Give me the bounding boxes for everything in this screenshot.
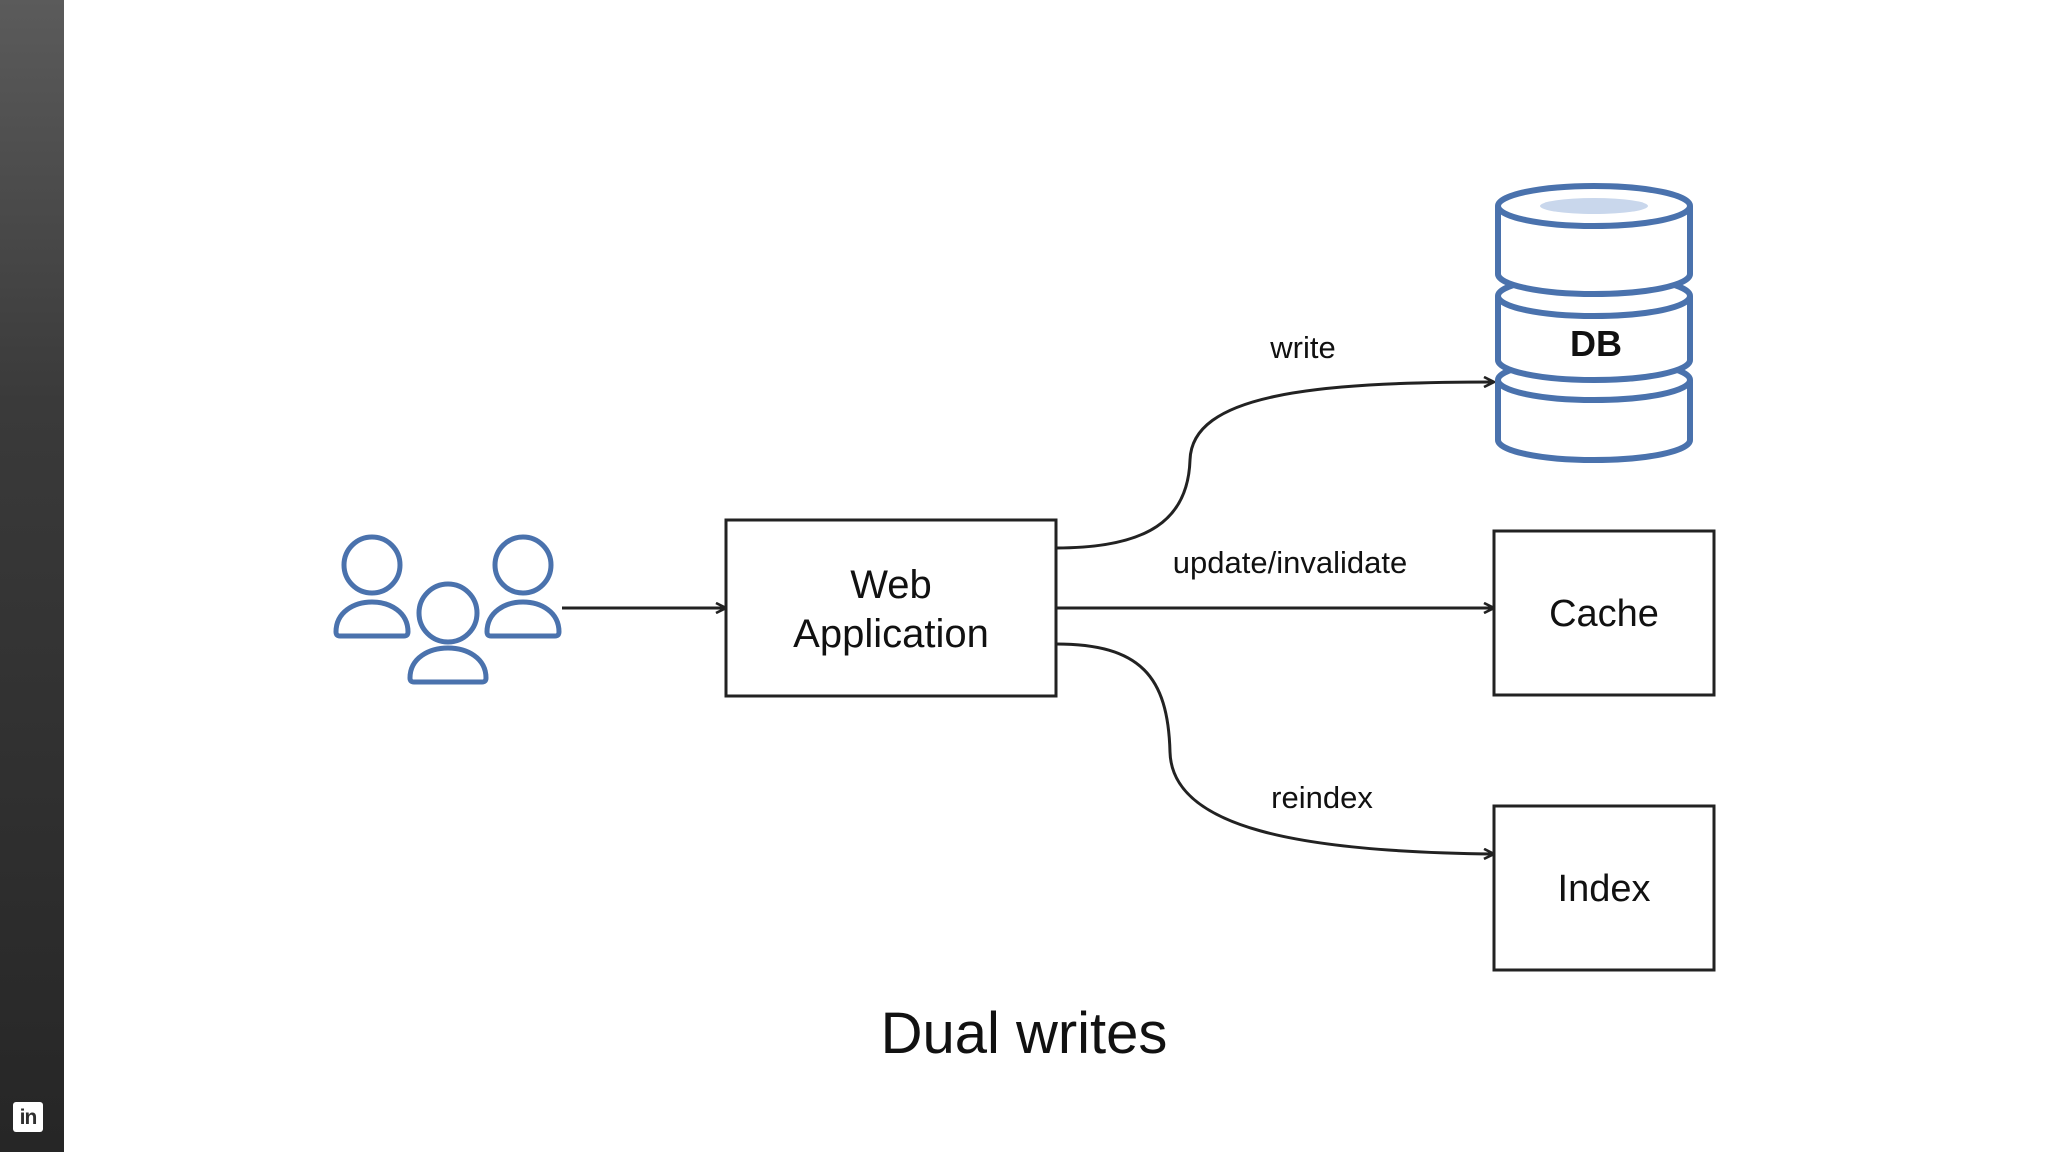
sidebar: in — [0, 0, 64, 1152]
slide-caption: Dual writes — [880, 1001, 1168, 1066]
index-node: Index — [1492, 804, 1716, 972]
cache-label: Cache — [1549, 593, 1659, 635]
web-application-label-line1: Web — [850, 563, 932, 607]
reindex-arrow — [1055, 642, 1494, 854]
database-icon: DB — [1495, 183, 1693, 463]
users-icon — [333, 534, 562, 685]
web-application-label-line2: Application — [793, 612, 989, 656]
cache-node: Cache — [1492, 529, 1716, 697]
linkedin-icon[interactable]: in — [13, 1102, 43, 1132]
update-invalidate-edge-label: update/invalidate — [1173, 545, 1407, 580]
reindex-edge-label: reindex — [1271, 780, 1373, 815]
web-application-node: Web Application — [724, 518, 1058, 698]
write-arrow — [1055, 382, 1494, 550]
index-label: Index — [1558, 868, 1651, 910]
write-edge-label: write — [1269, 330, 1335, 365]
database-label: DB — [1570, 323, 1622, 364]
